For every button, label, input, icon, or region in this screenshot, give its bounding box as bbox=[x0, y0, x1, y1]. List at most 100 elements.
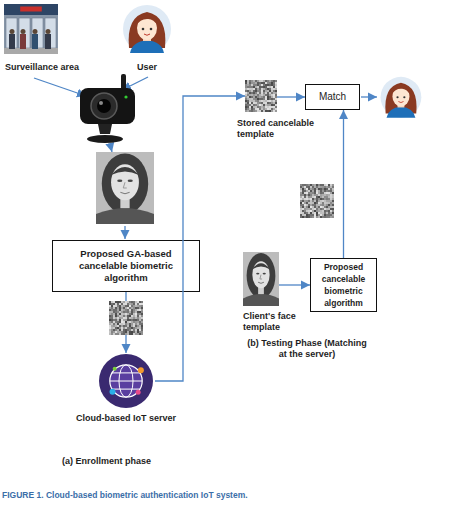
template-pixel bbox=[255, 100, 257, 102]
template-pixel bbox=[247, 84, 249, 86]
template-pixel bbox=[141, 329, 143, 331]
box-content: Proposed cancelable biometric algorithm bbox=[311, 259, 376, 311]
template-pixel bbox=[123, 325, 125, 327]
globe-parallel bbox=[112, 389, 140, 390]
template-pixel bbox=[135, 333, 137, 335]
template-pixel bbox=[267, 108, 269, 110]
template-pixel bbox=[263, 104, 265, 106]
template-pixel bbox=[119, 309, 121, 311]
template-pixel bbox=[269, 106, 271, 108]
template-pixel bbox=[119, 325, 121, 327]
template-pixel bbox=[304, 208, 306, 210]
template-pixel bbox=[109, 331, 111, 333]
template-pixel bbox=[306, 210, 308, 212]
template-pixel bbox=[271, 86, 273, 88]
template-pixel bbox=[129, 321, 131, 323]
template-pixel bbox=[255, 92, 257, 94]
flow-arrow bbox=[34, 78, 86, 96]
template-pixel bbox=[265, 96, 267, 98]
template-pixel bbox=[135, 303, 137, 305]
template-pixel bbox=[137, 303, 139, 305]
template-pixel bbox=[306, 206, 308, 208]
template-pixel bbox=[265, 102, 267, 104]
mouth bbox=[258, 282, 264, 283]
template-pixel bbox=[312, 196, 314, 198]
template-pixel bbox=[111, 317, 113, 319]
flow-arrows bbox=[34, 77, 377, 239]
template-pixel bbox=[318, 214, 320, 216]
template-pixel bbox=[332, 190, 334, 192]
template-pixel bbox=[271, 110, 273, 112]
flow-connector bbox=[277, 96, 305, 97]
template-pixel bbox=[318, 212, 320, 214]
template-pixel bbox=[300, 188, 302, 190]
glass-panel bbox=[45, 18, 56, 48]
template-pixel bbox=[125, 315, 127, 317]
template-pixel bbox=[139, 307, 141, 309]
template-pixel bbox=[119, 313, 121, 315]
template-pixel bbox=[330, 190, 332, 192]
template-pixel bbox=[328, 210, 330, 212]
template-pixel bbox=[109, 313, 111, 315]
template-pixel bbox=[330, 202, 332, 204]
template-pixel bbox=[121, 313, 123, 315]
template-pixel bbox=[302, 190, 304, 192]
template-pixel bbox=[322, 190, 324, 192]
camera-illustration bbox=[80, 74, 135, 143]
template-pixel bbox=[255, 104, 257, 106]
template-pixel bbox=[139, 323, 141, 325]
template-pixel bbox=[113, 327, 115, 329]
template-pixel bbox=[261, 86, 263, 88]
template-pixel bbox=[133, 321, 135, 323]
template-pixel bbox=[123, 329, 125, 331]
cancelable-template-image bbox=[300, 184, 334, 218]
template-pixel bbox=[119, 305, 121, 307]
template-pixel bbox=[263, 88, 265, 90]
camera-antenna bbox=[121, 74, 126, 90]
template-pixel bbox=[255, 82, 257, 84]
icon-group bbox=[99, 354, 153, 408]
template-pixel bbox=[263, 82, 265, 84]
template-pixel bbox=[113, 331, 115, 333]
template-pixel bbox=[129, 317, 131, 319]
template-pixel bbox=[326, 200, 328, 202]
person-head bbox=[46, 29, 51, 34]
template-pixel bbox=[306, 188, 308, 190]
template-pixel bbox=[123, 331, 125, 333]
shirt bbox=[387, 107, 416, 118]
template-pixel bbox=[300, 204, 302, 206]
person-body bbox=[32, 34, 38, 49]
flow-connector bbox=[125, 292, 126, 353]
template-pixel bbox=[326, 194, 328, 196]
template-pixel bbox=[249, 110, 251, 112]
image-caption-group: User bbox=[110, 62, 184, 73]
template-pixel bbox=[302, 206, 304, 208]
template-pixel bbox=[113, 309, 115, 311]
template-pixel bbox=[117, 307, 119, 309]
face-photo bbox=[96, 152, 154, 224]
template-pixel bbox=[275, 102, 277, 104]
template-pixel bbox=[308, 186, 310, 188]
template-pixel bbox=[302, 188, 304, 190]
template-pixel bbox=[127, 317, 129, 319]
template-pixel bbox=[269, 82, 271, 84]
template-pixel bbox=[249, 82, 251, 84]
template-pixel bbox=[111, 303, 113, 305]
template-pixel bbox=[304, 206, 306, 208]
template-pixel bbox=[320, 198, 322, 200]
template-pixel bbox=[135, 301, 137, 303]
template-pixel bbox=[139, 301, 141, 303]
node-illustration bbox=[243, 252, 279, 306]
icon-group bbox=[243, 252, 279, 306]
template-pixel bbox=[328, 192, 330, 194]
template-pixel bbox=[314, 190, 316, 192]
image-node: Cloud-based IoT server bbox=[97, 353, 155, 409]
template-pixel bbox=[127, 319, 129, 321]
template-pixel bbox=[109, 329, 111, 331]
template-pixel bbox=[275, 88, 277, 90]
template-pixel bbox=[316, 184, 318, 186]
template-pixel bbox=[115, 303, 117, 305]
template-pixel bbox=[306, 214, 308, 216]
template-pixel bbox=[137, 317, 139, 319]
template-pixel bbox=[265, 88, 267, 90]
